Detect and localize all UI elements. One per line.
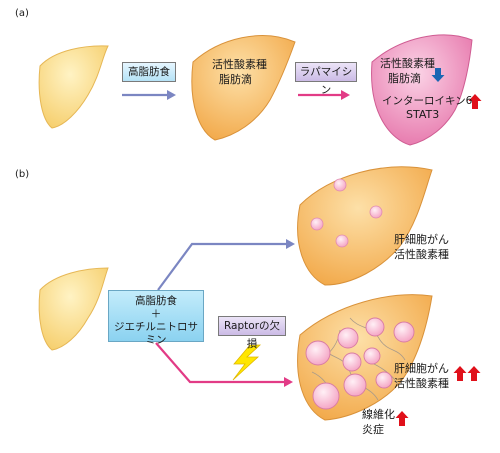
tumor-nodules-top bbox=[310, 178, 383, 248]
liver-tumor-top bbox=[297, 166, 433, 286]
up-arrow-icon bbox=[467, 366, 481, 381]
treatment-box: 高脂肪食 ＋ ジエチルニトロサミン bbox=[108, 290, 204, 346]
treatment-line2: ＋ bbox=[150, 308, 162, 320]
lightning-icon bbox=[232, 344, 262, 381]
panel-label-b: (b) bbox=[15, 169, 30, 180]
up-arrow-icon bbox=[395, 411, 409, 426]
bottom-label-inflammation: 炎症 bbox=[362, 423, 384, 436]
tumor-nodules-bottom bbox=[305, 317, 415, 410]
arrow-rapamycin-a-head bbox=[341, 90, 350, 100]
bottom-label-hcc: 肝細胞がん bbox=[394, 362, 449, 375]
liver3-label-stat3: STAT3 bbox=[406, 108, 440, 121]
bottom-label-fibrosis: 線維化 bbox=[362, 408, 395, 421]
liver-high-fat-a bbox=[191, 35, 296, 141]
liver3-label-fat: 脂肪滴 bbox=[388, 72, 421, 85]
liver3-label-ros: 活性酸素種 bbox=[380, 57, 435, 70]
arrow-to-bottom-liver bbox=[155, 342, 287, 384]
treatment-line3: ジエチルニトロサミン bbox=[114, 321, 198, 346]
tag-raptor: Raptorの欠損 bbox=[218, 316, 286, 350]
arrow-to-top-liver bbox=[157, 242, 290, 291]
liver2-label-ros: 活性酸素種 bbox=[212, 58, 267, 71]
tag-rapamycin: ラパマイシン bbox=[295, 62, 357, 96]
liver3-label-il6: インターロイキン6 bbox=[382, 95, 473, 107]
arrow-high-fat-a-head bbox=[167, 90, 176, 100]
liver2-label-fat: 脂肪滴 bbox=[219, 73, 252, 86]
treatment-line1: 高脂肪食 bbox=[135, 295, 177, 307]
up-arrow-icon bbox=[453, 366, 467, 381]
arrow-to-bottom-liver-head bbox=[284, 377, 293, 387]
liver-rapamycin-a bbox=[371, 34, 473, 146]
down-arrow-icon bbox=[431, 68, 445, 82]
top-label-hcc: 肝細胞がん bbox=[394, 233, 449, 246]
arrow-to-top-liver-head bbox=[286, 239, 295, 249]
panel-label-a: (a) bbox=[15, 8, 29, 19]
tag-high-fat: 高脂肪食 bbox=[122, 62, 176, 82]
liver-normal-a bbox=[38, 45, 109, 129]
top-label-ros: 活性酸素種 bbox=[394, 248, 449, 261]
bottom-label-ros: 活性酸素種 bbox=[394, 377, 449, 390]
liver-normal-b bbox=[38, 267, 109, 351]
up-arrow-icon bbox=[468, 94, 482, 109]
